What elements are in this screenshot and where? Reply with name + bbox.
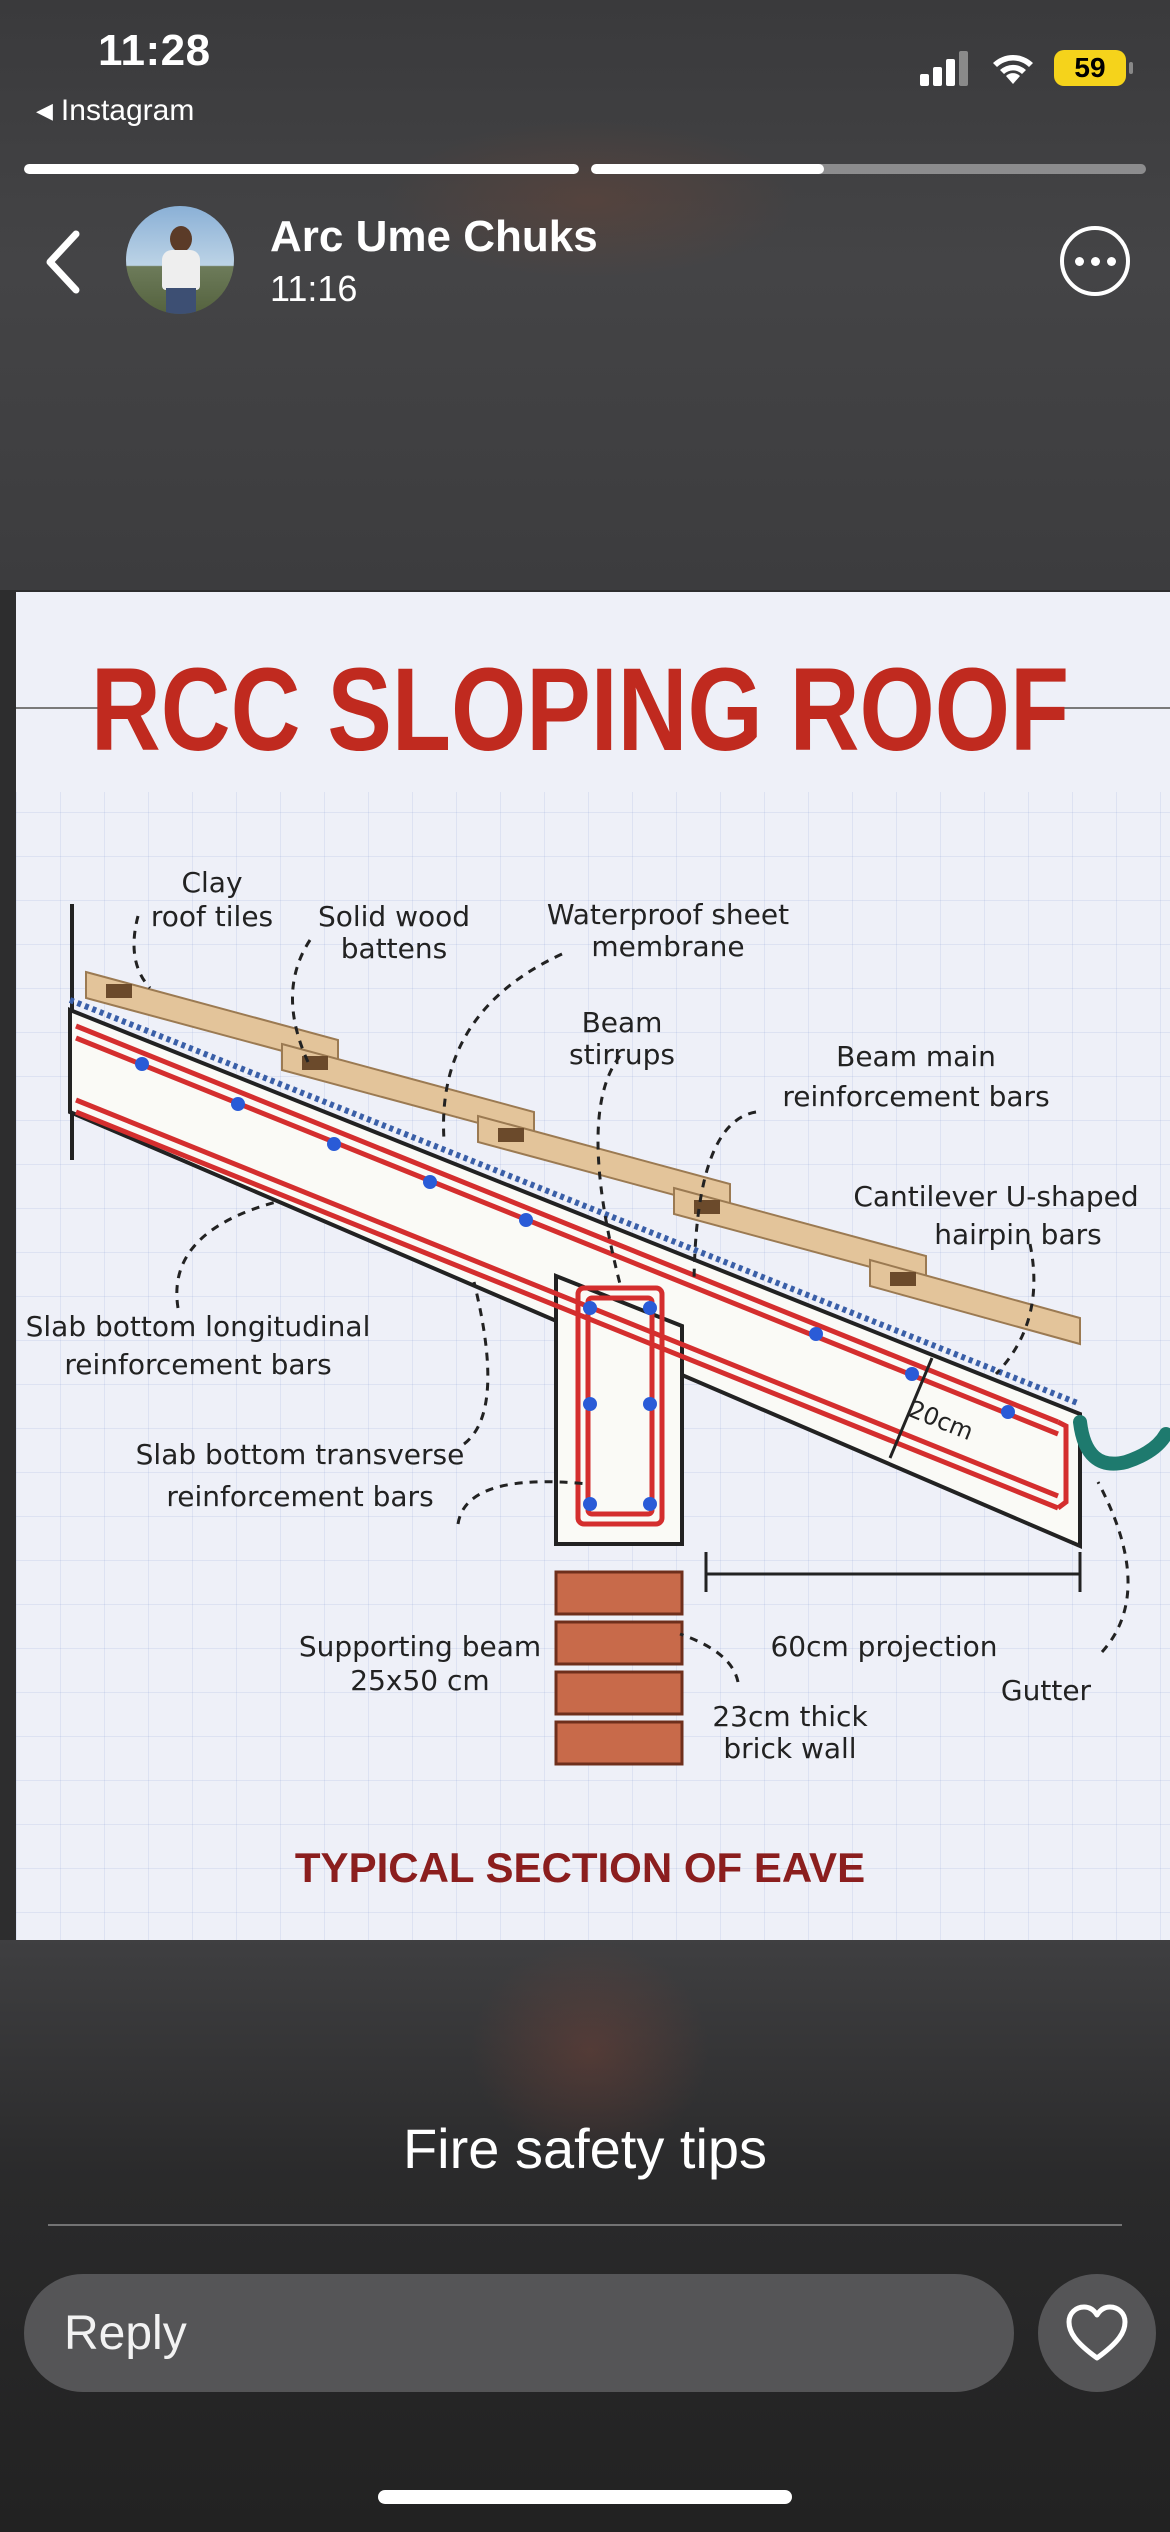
reply-input[interactable]: Reply (24, 2274, 1014, 2392)
label-cantilever-2: hairpin bars (934, 1218, 1101, 1251)
label-projection: 60cm projection (770, 1630, 997, 1663)
label-stirrups-1: Beam (582, 1006, 663, 1039)
background-blur-bottom (0, 1940, 1170, 2532)
label-main-bars-2: reinforcement bars (782, 1080, 1049, 1113)
post-time: 11:16 (270, 268, 358, 309)
like-button[interactable] (1038, 2274, 1156, 2392)
reply-placeholder: Reply (64, 2306, 187, 2360)
progress-segment (591, 164, 1146, 174)
home-indicator[interactable] (378, 2490, 792, 2504)
label-wall-2: brick wall (723, 1732, 856, 1765)
caption-divider (48, 2224, 1122, 2226)
avatar-figure-legs (166, 288, 196, 314)
back-app-label: Instagram (60, 94, 195, 127)
label-stirrups-2: stirrups (569, 1038, 675, 1071)
avatar[interactable] (126, 206, 234, 314)
roof-diagram: RCC SLOPING ROOF (16, 643, 1170, 1891)
diagram-subtitle: TYPICAL SECTION OF EAVE (295, 1844, 865, 1891)
label-beam-2: 25x50 cm (350, 1664, 489, 1697)
label-main-bars-1: Beam main (836, 1040, 996, 1073)
label-wall-1: 23cm thick (712, 1700, 868, 1733)
label-slab-long-2: reinforcement bars (64, 1348, 331, 1381)
label-slab-trans-1: Slab bottom transverse (136, 1438, 465, 1471)
battery-icon: 59 (1054, 50, 1133, 86)
story-caption: Fire safety tips (402, 2117, 768, 2180)
post-image: RCC SLOPING ROOF (16, 592, 1170, 1940)
label-beam-1: Supporting beam (299, 1630, 541, 1663)
signal-icon (920, 51, 968, 86)
back-triangle-icon: ◀ (36, 98, 53, 123)
diagram-title: RCC SLOPING ROOF (91, 643, 1069, 775)
progress-fill (591, 164, 825, 174)
avatar-figure-torso (162, 250, 200, 290)
wifi-icon (993, 55, 1033, 84)
battery-level: 59 (1074, 52, 1106, 83)
story-progress (24, 164, 1146, 174)
heart-icon (1066, 2304, 1128, 2361)
status-icons: 59 (920, 50, 1133, 86)
brick-wall (554, 1570, 684, 1766)
label-cantilever-1: Cantilever U-shaped (853, 1180, 1138, 1213)
label-membrane-2: membrane (591, 930, 744, 963)
back-arrow-icon[interactable] (36, 226, 88, 298)
label-clay-2: roof tiles (151, 900, 273, 933)
label-slab-trans-2: reinforcement bars (166, 1480, 433, 1513)
gutter-shape (1073, 1415, 1170, 1471)
more-icon[interactable] (1060, 226, 1130, 296)
user-name[interactable]: Arc Ume Chuks (270, 212, 598, 261)
label-battens-1: Solid wood (318, 900, 470, 933)
title-band (16, 592, 1170, 792)
label-slab-long-1: Slab bottom longitudinal (26, 1310, 371, 1343)
label-membrane-1: Waterproof sheet (547, 898, 789, 931)
label-battens-2: battens (341, 932, 447, 965)
back-to-app-link[interactable]: ◀ Instagram (36, 94, 194, 128)
label-gutter: Gutter (1001, 1674, 1092, 1707)
label-clay-1: Clay (181, 866, 242, 899)
avatar-figure-head (170, 226, 192, 252)
status-time: 11:28 (98, 26, 211, 75)
progress-segment (24, 164, 579, 174)
progress-fill (24, 164, 579, 174)
